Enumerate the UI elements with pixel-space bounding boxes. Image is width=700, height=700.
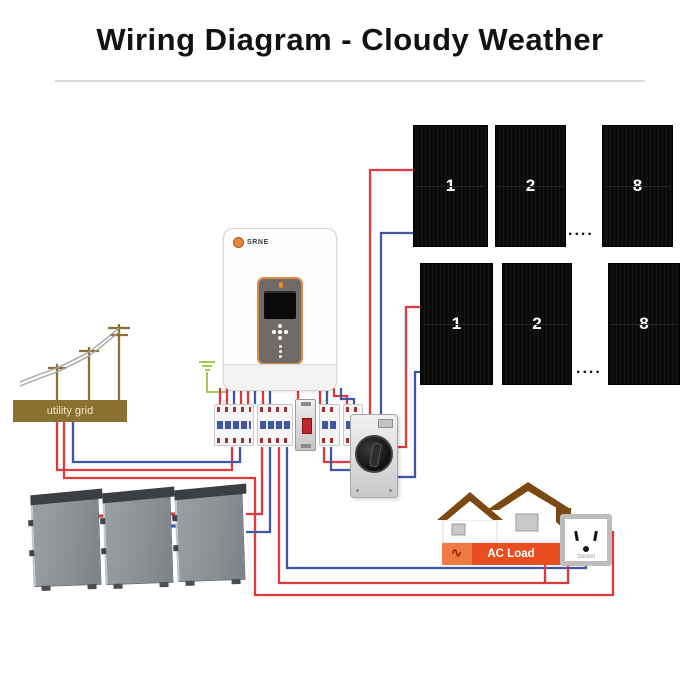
function-keys [279,345,282,348]
pv2-positive-wire [398,305,420,449]
brand-logo-icon [233,237,244,248]
rotary-knob [355,435,393,473]
title-divider [55,80,645,82]
fuse-indicator [302,418,312,434]
grid-live-wire [55,422,234,472]
panel-ellipsis: .... [568,222,594,239]
panel-number: 8 [639,314,649,333]
knob-handle [368,442,383,468]
socket-slot [593,530,598,542]
battery-module [100,496,174,586]
brand-logo: SRNE [233,237,269,248]
panel-number: 1 [451,314,462,333]
solar-panel: 2 [495,125,566,247]
grid-neutral-wire [71,422,242,464]
inverter: SRNE [223,228,337,391]
socket-label: Socket [576,554,596,560]
utility-grid-label: utility grid [46,405,94,417]
dpad-buttons [278,330,282,334]
dc-fuse-holder [295,399,316,451]
solar-panel: 1 [420,263,493,385]
pv1-negative-wire [379,231,413,414]
panel-number: 1 [445,176,456,195]
battery-module [28,498,102,588]
battery-positive-wire [246,447,264,516]
inverter-terminal-cover [224,364,336,390]
socket-pin [583,546,589,552]
socket: Socket [560,514,612,566]
panel-number: 2 [525,176,536,195]
breaker-toggles [217,421,251,429]
status-led [279,282,283,288]
grid-load-wire [62,422,615,597]
page-title: Wiring Diagram - Cloudy Weather [96,22,604,57]
power-line [19,327,120,383]
isolator-switch [350,414,398,498]
solar-panel: 1 [413,125,488,247]
circuit-breaker [319,404,340,446]
solar-panel: 8 [602,125,673,247]
battery-module [172,493,246,583]
panel-number: 2 [532,314,542,333]
isolator-label [378,419,393,428]
battery-negative-wire [246,447,272,534]
pv2-negative-wire [398,370,420,479]
waveform-icon: ∿ [451,545,462,560]
ac-load-label: AC Load [487,548,535,560]
solar-panel: 8 [608,263,680,385]
ac-load-banner: ∿ AC Load [442,543,566,565]
socket-slot [574,530,579,542]
solar-panel: 2 [502,263,572,385]
panel-number: 8 [632,176,643,195]
ground-icon [199,361,215,363]
utility-grid: utility grid [13,400,127,422]
breaker-terminals [217,407,251,412]
inverter-display-panel [257,277,303,365]
circuit-breaker [214,404,254,446]
circuit-breaker [257,404,293,446]
panel-ellipsis: .... [576,360,602,377]
inverter-terminal-wires [218,388,322,404]
brand-name: SRNE [247,239,269,246]
battery-terminals [28,520,34,527]
lcd-screen [264,291,296,319]
house-icon [437,482,572,544]
